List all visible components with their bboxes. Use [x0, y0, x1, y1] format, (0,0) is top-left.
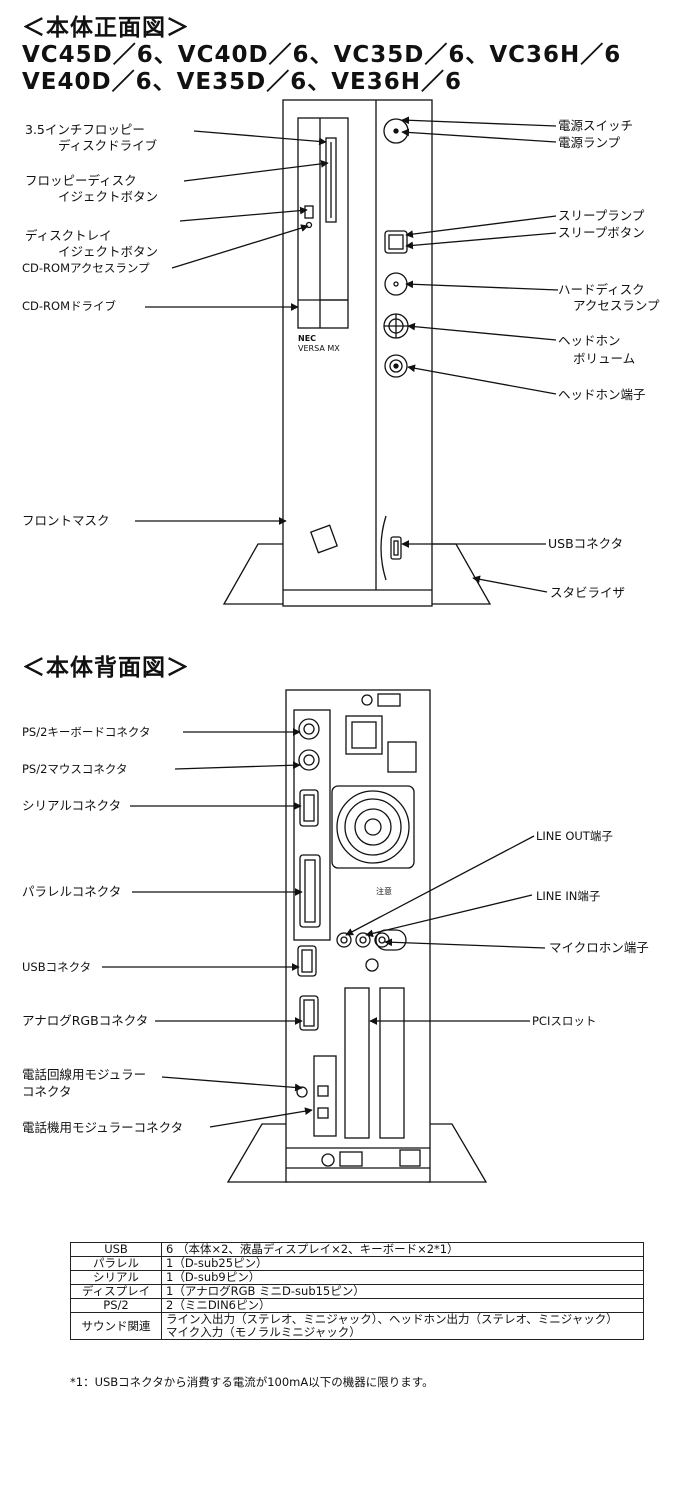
- label-hdd-lamp-2: アクセスランプ: [573, 298, 660, 313]
- label-modular-phone: 電話機用モジュラーコネクタ: [22, 1120, 184, 1135]
- headphone-jack: [384, 354, 408, 378]
- spec-value-sound-line-2: マイク入力（モノラルミニジャック）: [166, 1325, 361, 1339]
- label-modular-line-1: 電話回線用モジュラー: [22, 1067, 147, 1082]
- spec-value-parallel: 1（D-sub25ピン）: [161, 1256, 644, 1271]
- front-chassis: [282, 99, 433, 607]
- label-line-in: LINE IN端子: [536, 889, 601, 903]
- label-sleep-button: スリープボタン: [558, 225, 645, 240]
- model-list-line-1: VC45D／6、VC40D／6、VC35D／6、VC36H／6: [22, 42, 622, 68]
- back-right-stabilizer: [427, 1123, 488, 1183]
- brand-logo-nec: NEC: [298, 334, 317, 343]
- label-hp-volume-2: ボリューム: [573, 351, 636, 366]
- brand-model-versa: VERSA MX: [298, 344, 340, 353]
- label-floppy-drive-2: ディスクドライブ: [58, 138, 158, 153]
- table-row: USB 6 （本体×2、液晶ディスプレイ×2、キーボード×2*1）: [70, 1242, 644, 1257]
- label-hdd-lamp-1: ハードディスク: [558, 282, 645, 297]
- label-cdrom-lamp: CD-ROMアクセスランプ: [22, 261, 150, 275]
- table-row: サウンド関連 ライン入出力（ステレオ、ミニジャック）、ヘッドホン出力（ステレオ、…: [70, 1312, 644, 1340]
- label-pci: PCIスロット: [532, 1014, 597, 1028]
- psu-caution-label: 注意: [376, 887, 392, 896]
- label-ps2-mouse: PS/2マウスコネクタ: [22, 762, 128, 776]
- label-power-switch: 電源スイッチ: [558, 118, 634, 133]
- optical-bay: [297, 117, 349, 329]
- spec-value-serial: 1（D-sub9ピン）: [161, 1270, 644, 1285]
- right-stabilizer: [429, 543, 492, 605]
- spec-key-display: ディスプレイ: [70, 1284, 162, 1299]
- modem-card: [313, 1055, 337, 1137]
- front-view-heading: ＜本体正面図＞: [22, 15, 190, 41]
- power-inlet: [345, 715, 383, 755]
- label-floppy-eject-1: フロッピーディスク: [25, 173, 137, 188]
- label-front-usb: USBコネクタ: [548, 536, 624, 551]
- label-analog-rgb: アナログRGBコネクタ: [22, 1013, 149, 1028]
- label-tray-eject-1: ディスクトレイ: [25, 228, 112, 243]
- label-floppy-eject-2: イジェクトボタン: [58, 189, 159, 204]
- line-out-jack: [336, 932, 352, 948]
- label-power-lamp: 電源ランプ: [558, 135, 621, 150]
- footnote: *1：USBコネクタから消費する電流が100mA以下の機器に限ります。: [70, 1375, 434, 1389]
- table-row: パラレル 1（D-sub25ピン）: [70, 1256, 644, 1271]
- label-parallel: パラレルコネクタ: [22, 884, 122, 899]
- table-row: シリアル 1（D-sub9ピン）: [70, 1270, 644, 1285]
- label-front-mask: フロントマスク: [22, 513, 110, 528]
- model-list-line-2: VE40D／6、VE35D／6、VE36H／6: [22, 69, 462, 95]
- back-view-heading: ＜本体背面図＞: [22, 655, 190, 681]
- label-hp-jack: ヘッドホン端子: [558, 387, 646, 402]
- spec-value-display: 1（アナログRGB ミニD-sub15ピン）: [161, 1284, 644, 1299]
- ps2-mouse-port: [298, 749, 320, 771]
- front-view-diagram: [135, 99, 559, 607]
- floppy-slot: [325, 137, 337, 223]
- label-modular-line-2: コネクタ: [22, 1084, 72, 1099]
- label-sleep-lamp: スリープランプ: [558, 208, 645, 223]
- pci-slot-1: [344, 987, 370, 1139]
- left-stabilizer: [222, 543, 286, 605]
- pci-slot-2: [379, 987, 405, 1139]
- back-view-diagram: [102, 689, 546, 1183]
- label-ps2-keyboard: PS/2キーボードコネクタ: [22, 725, 151, 739]
- spec-key-ps2: PS/2: [70, 1298, 162, 1313]
- label-back-usb: USBコネクタ: [22, 960, 92, 974]
- back-usb-port: [297, 945, 317, 977]
- cooling-fan: [331, 785, 415, 869]
- label-line-out: LINE OUT端子: [536, 829, 613, 843]
- label-floppy-drive-1: 3.5インチフロッピー: [25, 122, 145, 137]
- spec-value-sound-line-1: ライン入出力（ステレオ、ミニジャック）、ヘッドホン出力（ステレオ、ミニジャック）: [166, 1312, 618, 1326]
- label-mic: マイクロホン端子: [549, 940, 649, 955]
- spec-value-ps2: 2（ミニDIN6ピン）: [161, 1298, 644, 1313]
- label-hp-volume-1: ヘッドホン: [558, 333, 621, 348]
- label-tray-eject-2: イジェクトボタン: [58, 244, 159, 259]
- spec-key-usb: USB: [70, 1242, 162, 1257]
- logo-sticker: [310, 524, 338, 554]
- interface-spec-table: USB 6 （本体×2、液晶ディスプレイ×2、キーボード×2*1） パラレル 1…: [70, 1242, 644, 1340]
- vga-port: [299, 995, 319, 1031]
- spec-value-usb: 6 （本体×2、液晶ディスプレイ×2、キーボード×2*1）: [161, 1242, 644, 1257]
- table-row: ディスプレイ 1（アナログRGB ミニD-sub15ピン）: [70, 1284, 644, 1299]
- spec-key-serial: シリアル: [70, 1270, 162, 1285]
- label-serial: シリアルコネクタ: [22, 798, 122, 813]
- label-stabilizer: スタビライザ: [550, 585, 626, 600]
- spec-key-sound: サウンド関連: [70, 1312, 162, 1340]
- spec-key-parallel: パラレル: [70, 1256, 162, 1271]
- label-cdrom-drive: CD-ROMドライブ: [22, 299, 116, 313]
- back-left-stabilizer: [226, 1123, 289, 1183]
- spec-value-sound: ライン入出力（ステレオ、ミニジャック）、ヘッドホン出力（ステレオ、ミニジャック）…: [161, 1312, 644, 1340]
- line-in-jack: [355, 932, 371, 948]
- front-usb-port: [390, 536, 402, 560]
- table-row: PS/2 2（ミニDIN6ピン）: [70, 1298, 644, 1313]
